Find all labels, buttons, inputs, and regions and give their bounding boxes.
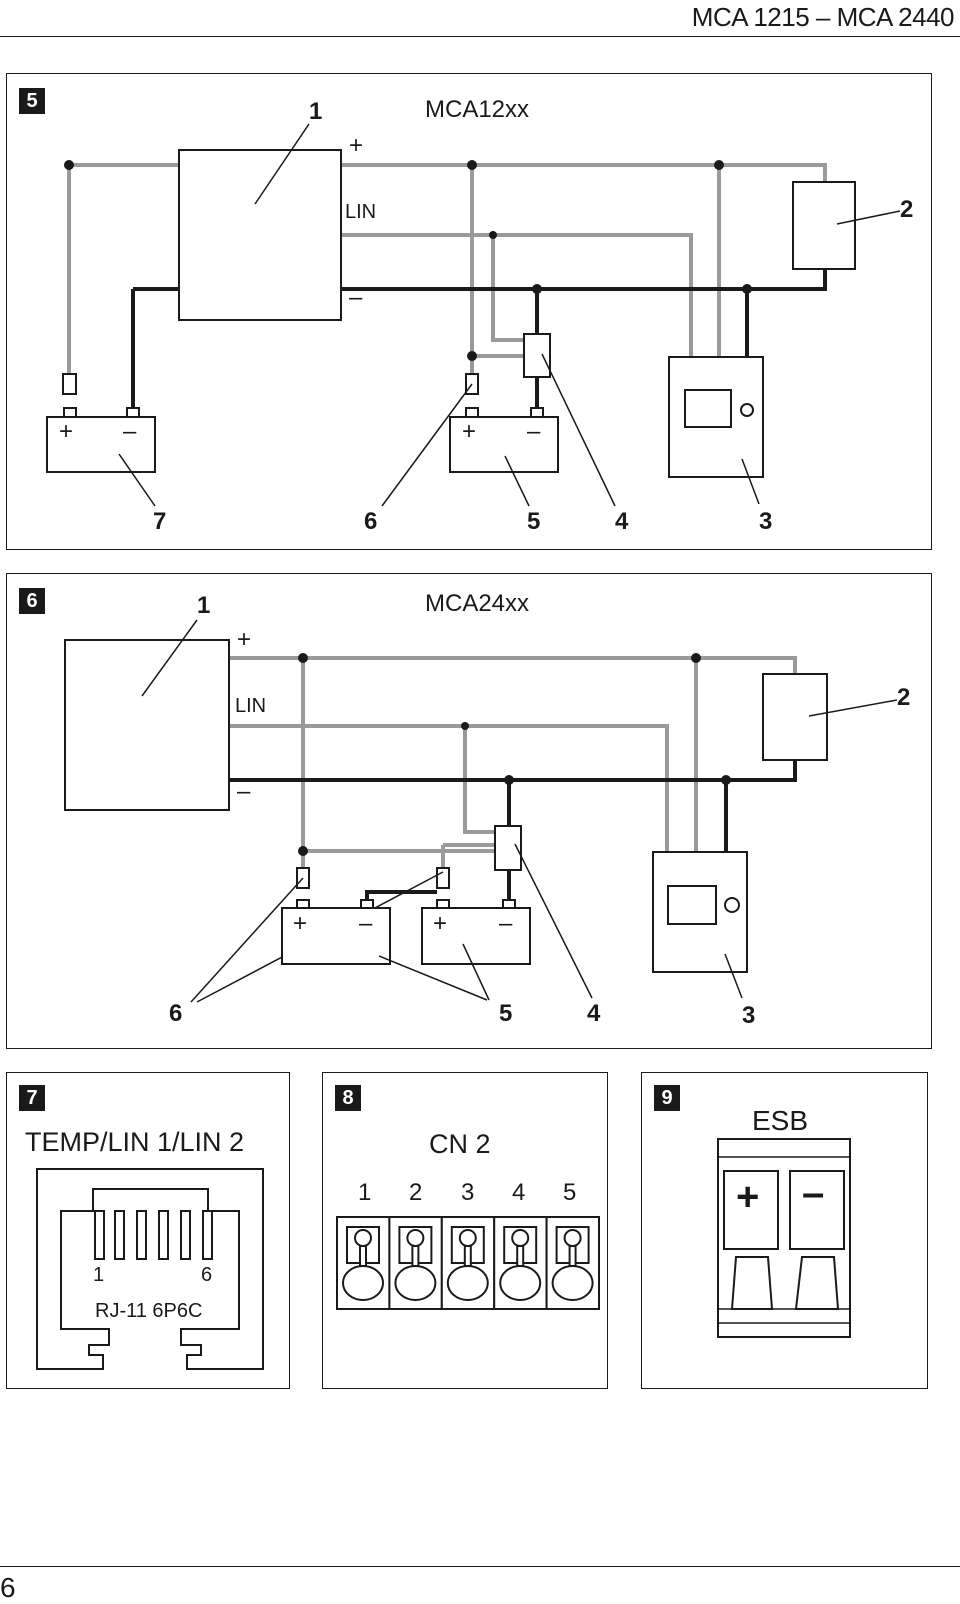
battery-7-plus: + xyxy=(59,418,74,445)
fuse-6b xyxy=(436,867,450,889)
figure-badge-7: 7 xyxy=(19,1085,45,1111)
figure-badge-9: 9 xyxy=(654,1085,680,1111)
pin-label-1: 1 xyxy=(358,1179,372,1206)
terminal-block-drawing xyxy=(336,1216,601,1310)
callout-4: 4 xyxy=(615,508,629,535)
plus-terminal-label: + xyxy=(237,626,252,653)
isolator-4 xyxy=(523,333,551,378)
pin-label-4: 4 xyxy=(512,1179,526,1206)
battery-5b-minus: – xyxy=(499,910,513,937)
battery-5a-minus: – xyxy=(359,910,373,937)
pin-label-3: 3 xyxy=(461,1179,475,1206)
callout-1: 1 xyxy=(309,98,323,125)
lin-terminal-label: LIN xyxy=(235,695,267,717)
callout-6: 6 xyxy=(169,1000,183,1027)
header-rule xyxy=(0,36,960,37)
esb-terminal-drawing xyxy=(717,1138,851,1338)
terminal-cell xyxy=(440,1216,496,1310)
wiring-diagram-6 xyxy=(64,619,898,1003)
page-number: 6 xyxy=(0,1572,16,1603)
esb-minus-label: – xyxy=(802,1171,825,1215)
figure-7-rj11-connector: 7 TEMP/LIN 1/LIN 2 1 6 RJ-11 6P6C xyxy=(6,1072,290,1389)
esb-plus-label: + xyxy=(736,1175,760,1219)
callout-4: 4 xyxy=(587,1000,601,1027)
battery-5 xyxy=(449,416,559,473)
charger-unit-box xyxy=(64,639,230,811)
callout-5: 5 xyxy=(499,1000,513,1027)
battery-5b xyxy=(421,907,531,965)
figure-badge-6: 6 xyxy=(19,588,45,614)
consumer-device-2 xyxy=(792,181,856,270)
wiring-diagram-5 xyxy=(46,123,901,507)
connector-type-label: RJ-11 6P6C xyxy=(95,1300,203,1322)
battery-5-plus: + xyxy=(462,418,477,445)
battery-5a-plus: + xyxy=(293,910,308,937)
lin-terminal-label: LIN xyxy=(345,201,377,223)
callout-2: 2 xyxy=(897,684,911,711)
minus-terminal-label: – xyxy=(349,284,363,311)
battery-5a xyxy=(281,907,391,965)
esb-title: ESB xyxy=(752,1105,809,1136)
terminal-cell xyxy=(388,1216,443,1310)
rj11-socket-drawing xyxy=(36,1168,264,1370)
callout-3: 3 xyxy=(759,508,773,535)
terminal-cell xyxy=(336,1216,391,1310)
pin-1-label: 1 xyxy=(93,1264,105,1286)
battery-5b-plus: + xyxy=(433,910,448,937)
pin-label-2: 2 xyxy=(409,1179,423,1206)
fuse-7 xyxy=(62,373,77,395)
callout-3: 3 xyxy=(742,1002,756,1029)
model-label: MCA12xx xyxy=(425,96,530,123)
consumer-device-2 xyxy=(762,673,828,761)
battery-7 xyxy=(46,416,156,473)
terminal-cell xyxy=(493,1216,548,1310)
callout-1: 1 xyxy=(197,592,211,619)
connector-title: CN 2 xyxy=(429,1129,491,1159)
figure-badge-5: 5 xyxy=(19,88,45,114)
callout-7: 7 xyxy=(153,508,167,535)
pin-label-5: 5 xyxy=(563,1179,577,1206)
charger-unit-box xyxy=(178,149,342,321)
plus-terminal-label: + xyxy=(349,132,364,159)
battery-5-minus: – xyxy=(527,418,541,445)
callout-5: 5 xyxy=(527,508,541,535)
minus-terminal-label: – xyxy=(237,778,251,805)
port-title: TEMP/LIN 1/LIN 2 xyxy=(25,1127,245,1157)
terminal-cell xyxy=(545,1216,601,1310)
callout-2: 2 xyxy=(900,196,914,223)
model-label: MCA24xx xyxy=(425,590,530,617)
page-header-title: MCA 1215 – MCA 2440 xyxy=(691,2,955,32)
pin-6-label: 6 xyxy=(201,1264,213,1286)
figure-8-cn2-terminal: 8 CN 2 1 2 3 4 5 xyxy=(322,1072,608,1389)
figure-9-esb-terminal: 9 ESB + – xyxy=(641,1072,928,1389)
figure-6-mca24xx-wiring: 6 MCA24xx + LIN – + – + – 1 2 3 4 5 6 xyxy=(6,573,932,1049)
battery-7-minus: – xyxy=(123,418,137,445)
figure-5-mca12xx-wiring: 5 MCA12xx + LIN – + – + – 1 2 3 4 5 6 7 xyxy=(6,73,932,550)
figure-badge-8: 8 xyxy=(335,1085,361,1111)
footer-rule xyxy=(0,1566,960,1567)
callout-6: 6 xyxy=(364,508,378,535)
